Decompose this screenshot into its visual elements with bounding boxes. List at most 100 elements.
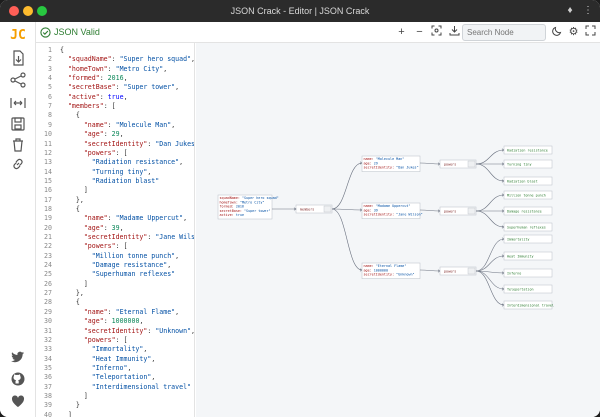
code-text: "Damage resistance", <box>91 261 172 270</box>
zoom-out-icon[interactable]: − <box>416 26 423 38</box>
code-line[interactable]: 4 "formed": 2016, <box>36 74 194 83</box>
code-line[interactable]: 17 }, <box>36 195 194 205</box>
code-text: "Interdimensional travel" <box>91 382 192 391</box>
code-line[interactable]: 22 "powers": [ <box>36 242 194 251</box>
code-line[interactable]: 37 "Interdimensional travel" <box>36 382 194 392</box>
collapse-toggle <box>467 207 476 215</box>
code-line[interactable]: 31 "secretIdentity": "Unknown", <box>36 327 194 336</box>
save-icon[interactable] <box>9 115 27 133</box>
menu-icon[interactable]: ⋮ <box>583 5 593 16</box>
github-icon[interactable] <box>9 370 27 388</box>
fullscreen-icon[interactable] <box>583 25 598 40</box>
power-node[interactable] <box>503 222 553 232</box>
maximize-window-button[interactable] <box>37 6 47 16</box>
code-line[interactable]: 14 "Turning tiny", <box>36 168 194 177</box>
power-node[interactable] <box>503 176 553 186</box>
code-line[interactable]: 13 "Radiation resistance", <box>36 158 194 167</box>
link-icon[interactable] <box>9 155 27 173</box>
power-label: Damage resistance <box>507 210 542 214</box>
delete-icon[interactable] <box>9 136 27 154</box>
code-text: "age": 1000000, <box>83 317 144 326</box>
line-number: 28 <box>44 298 52 307</box>
code-text: { <box>60 111 80 120</box>
graph-canvas[interactable]: squadName: "Super hero squad"homeTown: "… <box>196 43 600 417</box>
power-node[interactable] <box>503 300 553 310</box>
code-line[interactable]: 16 ] <box>36 186 194 195</box>
graph-edge <box>475 270 505 306</box>
code-line[interactable]: 35 "Inferno", <box>36 364 194 373</box>
download-icon[interactable] <box>447 25 462 40</box>
code-line[interactable]: 25 "Superhuman reflexes" <box>36 270 194 279</box>
code-line[interactable]: 34 "Heat Immunity", <box>36 354 194 364</box>
twitter-icon[interactable] <box>9 348 27 366</box>
code-line[interactable]: 12 "powers": [ <box>36 149 194 158</box>
check-circle-icon <box>40 27 51 38</box>
code-line[interactable]: 32 "powers": [ <box>36 336 194 345</box>
zoom-in-icon[interactable]: + <box>398 26 405 38</box>
extension-icon[interactable]: ♦ <box>567 5 573 16</box>
power-node[interactable] <box>503 251 553 261</box>
code-line[interactable]: 27 }, <box>36 289 194 298</box>
member-node[interactable] <box>361 155 421 172</box>
power-node[interactable] <box>503 190 553 200</box>
code-line[interactable]: 11 "secretIdentity": "Dan Jukes", <box>36 140 194 149</box>
member-node[interactable] <box>361 262 421 279</box>
code-line[interactable]: 33 "Immortality", <box>36 345 194 354</box>
code-line[interactable]: 6 "active": true, <box>36 93 194 102</box>
code-line[interactable]: 23 "Million tonne punch", <box>36 252 194 261</box>
power-label: Immortality <box>507 238 529 242</box>
code-line[interactable]: 36 "Teleportation", <box>36 373 194 382</box>
power-label: Teleportation <box>507 288 534 292</box>
power-node[interactable] <box>503 145 553 155</box>
power-node[interactable] <box>503 284 553 294</box>
node-field: formed: 2016 <box>220 205 245 209</box>
search-node-input[interactable] <box>462 24 546 41</box>
import-icon[interactable] <box>9 49 27 67</box>
code-line[interactable]: 29 "name": "Eternal Flame", <box>36 308 194 317</box>
close-window-button[interactable] <box>9 6 19 16</box>
code-line[interactable]: 5 "secretBase": "Super tower", <box>36 83 194 92</box>
code-line[interactable]: 9 "name": "Molecule Man", <box>36 121 194 130</box>
collapse-toggle <box>323 205 332 213</box>
fit-icon[interactable] <box>429 25 444 40</box>
code-text: }, <box>60 195 84 204</box>
code-line[interactable]: 40 ] <box>36 411 194 417</box>
heart-icon[interactable] <box>9 392 27 410</box>
code-line[interactable]: 2 "squadName": "Super hero squad", <box>36 55 194 64</box>
code-line[interactable]: 7 "members": [ <box>36 102 194 111</box>
code-line[interactable]: 26 ] <box>36 280 194 289</box>
code-text: ] <box>60 186 88 195</box>
power-node[interactable] <box>503 159 553 169</box>
code-line[interactable]: 24 "Damage resistance", <box>36 261 194 270</box>
moon-icon[interactable] <box>550 25 565 40</box>
code-line[interactable]: 10 "age": 29, <box>36 130 194 139</box>
code-text: "Immortality", <box>91 345 148 354</box>
line-number: 24 <box>44 261 52 270</box>
code-line[interactable]: 20 "age": 39, <box>36 224 194 233</box>
graph-edge <box>475 270 505 290</box>
expand-icon[interactable] <box>9 94 27 112</box>
json-editor[interactable]: 1{2 "squadName": "Super hero squad",3 "h… <box>36 43 195 417</box>
code-line[interactable]: 19 "name": "Madame Uppercut", <box>36 214 194 223</box>
code-line[interactable]: 1{ <box>36 46 194 55</box>
code-line[interactable]: 30 "age": 1000000, <box>36 317 194 326</box>
minimize-window-button[interactable] <box>23 6 33 16</box>
power-node[interactable] <box>503 206 553 216</box>
power-node[interactable] <box>503 268 553 278</box>
code-line[interactable]: 3 "homeTown": "Metro City", <box>36 65 194 74</box>
code-line[interactable]: 39 } <box>36 401 194 410</box>
root-node[interactable] <box>217 194 273 220</box>
share-icon[interactable] <box>9 71 27 89</box>
power-node[interactable] <box>503 234 553 244</box>
code-text: "Heat Immunity", <box>91 354 156 363</box>
code-line[interactable]: 38 ] <box>36 392 194 401</box>
member-node[interactable] <box>361 202 421 219</box>
gear-icon[interactable]: ⚙ <box>568 26 579 38</box>
code-line[interactable]: 18 { <box>36 205 194 214</box>
code-line[interactable]: 28 { <box>36 298 194 307</box>
line-number: 7 <box>48 102 52 111</box>
members-node-label: members <box>300 208 314 212</box>
code-line[interactable]: 21 "secretIdentity": "Jane Wilson" <box>36 233 194 242</box>
code-line[interactable]: 8 { <box>36 111 194 120</box>
code-line[interactable]: 15 "Radiation blast" <box>36 177 194 186</box>
